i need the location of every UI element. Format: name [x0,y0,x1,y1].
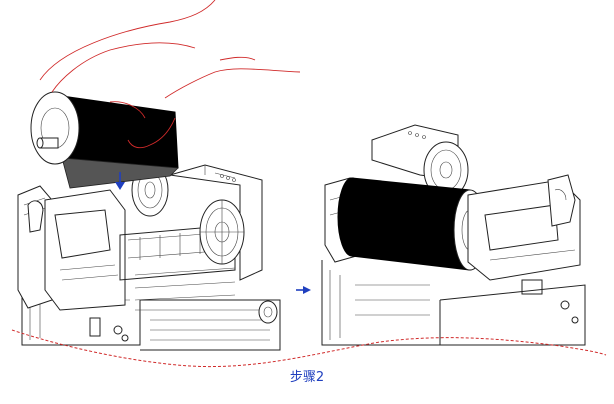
left-side-bracket [17,185,53,309]
left-gear-front [199,199,245,265]
dashed-boundary [11,329,607,368]
arrow-right-icon [296,286,311,294]
hand-outline [39,0,301,149]
right-side-clip [547,174,576,227]
left-printer-assembly [17,0,301,351]
step-caption: 步骤2 [289,370,325,385]
ribbon-roll-in-hand [30,91,179,189]
left-base-cabinet [21,278,281,351]
left-knob [258,300,278,324]
right-printer-assembly [321,124,586,346]
ribbon-roll-installed [337,177,487,271]
left-roller-rack [119,224,236,301]
left-back-housing [169,164,263,281]
left-front-frame [44,189,126,311]
arrow-down-icon [115,172,125,190]
right-base-cabinet [321,260,586,346]
